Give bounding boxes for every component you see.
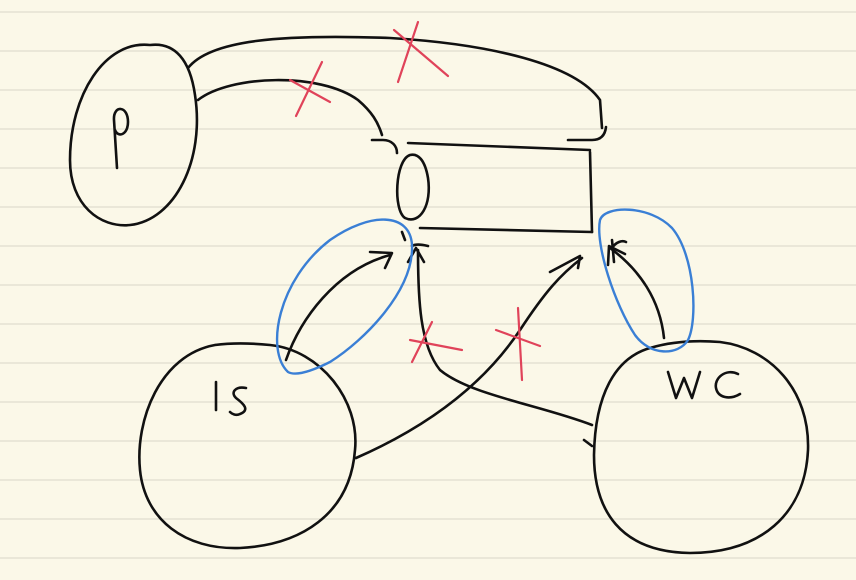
wc-to-left-junction-edge xyxy=(416,248,594,427)
relation-right-side xyxy=(588,150,594,234)
p-lower-edge xyxy=(196,78,384,137)
arrow-head-left-top xyxy=(370,138,399,155)
o-node-ellipse xyxy=(395,153,431,221)
arrow-head-right-top xyxy=(566,125,608,142)
right-highlight-circle xyxy=(598,208,695,353)
paper-rules xyxy=(0,11,856,559)
wc-node-label xyxy=(666,370,742,400)
ls-node-circle xyxy=(138,342,357,550)
p-upper-edge xyxy=(186,35,604,130)
ls-to-junction-edge xyxy=(284,253,392,362)
ls-to-r-edge xyxy=(354,256,584,460)
left-highlight-circle xyxy=(275,218,414,375)
ls-arrow-head xyxy=(368,250,394,270)
cross-mark-p-lower xyxy=(288,60,332,118)
wc-arrow-head xyxy=(606,244,627,267)
wc-lower-tail xyxy=(582,438,594,448)
ls-node-label xyxy=(214,380,248,417)
cross-mark-wc-left xyxy=(408,320,464,364)
wc-to-r-edge xyxy=(608,246,666,340)
ls-r-arrow-head xyxy=(548,254,582,274)
relation-bottom-edge xyxy=(418,226,594,234)
relation-top-edge xyxy=(406,141,592,152)
cross-mark-ls-r xyxy=(494,306,542,382)
left-junction-mark xyxy=(400,230,430,248)
wc-node-circle xyxy=(592,339,810,555)
p-node-letter xyxy=(112,107,130,170)
cross-mark-top xyxy=(392,20,450,84)
p-node-circle xyxy=(68,43,199,227)
